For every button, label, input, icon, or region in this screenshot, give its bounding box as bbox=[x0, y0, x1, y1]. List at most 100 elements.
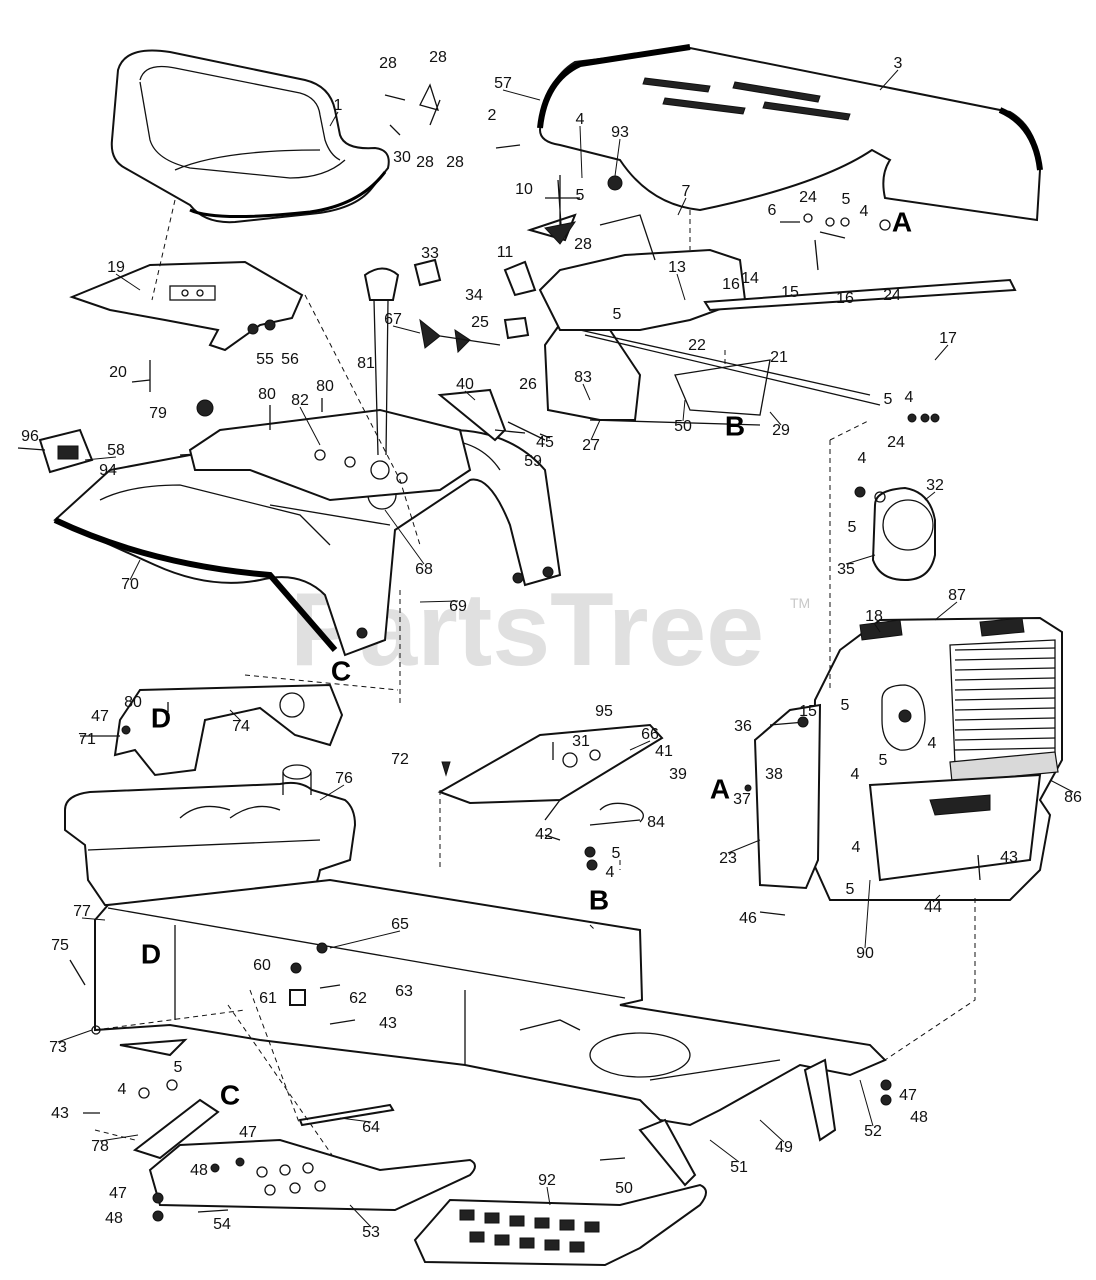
callout-label: 51 bbox=[730, 1159, 748, 1176]
callout-label: 50 bbox=[674, 418, 692, 435]
callout-label: 5 bbox=[612, 845, 621, 862]
callout-label: 39 bbox=[669, 766, 687, 783]
callout-label: 45 bbox=[536, 434, 554, 451]
callout-label: 59 bbox=[524, 453, 542, 470]
callout-label: 40 bbox=[456, 376, 474, 393]
callout-label: 76 bbox=[335, 770, 353, 787]
seat-bracket bbox=[69, 260, 304, 352]
callout-label: 30 bbox=[393, 149, 411, 166]
callout-label: 86 bbox=[1064, 789, 1082, 806]
callout-label: 56 bbox=[281, 351, 299, 368]
callout-label: 27 bbox=[582, 437, 600, 454]
callout-label: 24 bbox=[887, 434, 905, 451]
lower-hardware bbox=[599, 854, 981, 1161]
tank-bracket bbox=[80, 683, 344, 777]
callout-label: 4 bbox=[576, 111, 585, 128]
callout-label: 16 bbox=[722, 276, 740, 293]
callout-label: 81 bbox=[357, 355, 375, 372]
reference-letter: C bbox=[220, 1079, 240, 1110]
callout-label: 17 bbox=[939, 330, 957, 347]
callout-label: 14 bbox=[741, 270, 759, 287]
watermark-trademark: TM bbox=[790, 595, 810, 611]
callout-label: 28 bbox=[429, 49, 447, 66]
side-panel bbox=[744, 703, 822, 916]
callout-label: 7 bbox=[682, 183, 691, 200]
callout-label: 15 bbox=[799, 703, 817, 720]
linkage-assembly bbox=[437, 210, 1017, 442]
callout-label: 19 bbox=[107, 259, 125, 276]
reference-letter: D bbox=[141, 938, 161, 969]
small-parts-top bbox=[131, 83, 940, 441]
callout-label: 28 bbox=[416, 154, 434, 171]
callout-label: 5 bbox=[174, 1059, 183, 1076]
callout-label: 96 bbox=[21, 428, 39, 445]
callout-label: 5 bbox=[846, 881, 855, 898]
callout-label: 36 bbox=[734, 718, 752, 735]
callout-label: 62 bbox=[349, 990, 367, 1007]
callout-label: 49 bbox=[775, 1139, 793, 1156]
callout-label: 5 bbox=[879, 752, 888, 769]
callout-label: 47 bbox=[899, 1087, 917, 1104]
callout-label: 31 bbox=[572, 733, 590, 750]
callout-label: 66 bbox=[641, 726, 659, 743]
callout-label: 24 bbox=[883, 287, 901, 304]
callout-label: 16 bbox=[836, 290, 854, 307]
callout-label: 48 bbox=[910, 1109, 928, 1126]
callout-label: 21 bbox=[770, 349, 788, 366]
callout-label: 71 bbox=[78, 731, 96, 748]
callout-label: 65 bbox=[391, 916, 409, 933]
callout-label: 32 bbox=[926, 477, 944, 494]
footrest bbox=[83, 1079, 476, 1222]
callout-label: 3 bbox=[894, 55, 903, 72]
callout-label: 13 bbox=[668, 259, 686, 276]
callout-label: 50 bbox=[615, 1180, 633, 1197]
callout-label: 47 bbox=[239, 1124, 257, 1141]
callout-label: 34 bbox=[465, 287, 483, 304]
callout-label: 43 bbox=[51, 1105, 69, 1122]
callout-label: 90 bbox=[856, 945, 874, 962]
callout-label: 48 bbox=[105, 1210, 123, 1227]
callout-label: 61 bbox=[259, 990, 277, 1007]
callout-label: 4 bbox=[858, 450, 867, 467]
callout-label: 22 bbox=[688, 337, 706, 354]
callout-label: 77 bbox=[73, 903, 91, 920]
dash-bracket bbox=[188, 267, 472, 502]
footrest-mat bbox=[413, 1183, 707, 1267]
callout-label: 24 bbox=[799, 189, 817, 206]
callout-label: 4 bbox=[928, 735, 937, 752]
callout-label: 93 bbox=[611, 124, 629, 141]
callout-label: 47 bbox=[109, 1185, 127, 1202]
fuel-tank bbox=[64, 764, 357, 907]
callout-label: 26 bbox=[519, 376, 537, 393]
callout-label: 69 bbox=[449, 598, 467, 615]
reference-letter: C bbox=[331, 655, 351, 686]
callout-label: 18 bbox=[865, 608, 883, 625]
callout-label: 48 bbox=[190, 1162, 208, 1179]
reference-letter: B bbox=[725, 410, 745, 441]
front-grille bbox=[810, 616, 1063, 901]
callout-label: 10 bbox=[515, 181, 533, 198]
reference-letter: D bbox=[151, 702, 171, 733]
assembly-lines bbox=[94, 199, 976, 1156]
callout-label: 5 bbox=[842, 191, 851, 208]
callout-label: 60 bbox=[253, 957, 271, 974]
callout-label: 55 bbox=[256, 351, 274, 368]
callout-label: 47 bbox=[91, 708, 109, 725]
callout-label: 6 bbox=[768, 202, 777, 219]
callout-label: 84 bbox=[647, 814, 665, 831]
callout-label: 83 bbox=[574, 369, 592, 386]
callout-label: 41 bbox=[655, 743, 673, 760]
callout-label: 70 bbox=[121, 576, 139, 593]
callout-label: 38 bbox=[765, 766, 783, 783]
hood bbox=[537, 44, 1043, 222]
callout-label: 28 bbox=[446, 154, 464, 171]
callout-label: 20 bbox=[109, 364, 127, 381]
callout-label: 4 bbox=[860, 203, 869, 220]
callout-label: 42 bbox=[535, 826, 553, 843]
callout-label: 5 bbox=[576, 187, 585, 204]
callout-label: 2 bbox=[488, 107, 497, 124]
callout-label: 54 bbox=[213, 1216, 231, 1233]
